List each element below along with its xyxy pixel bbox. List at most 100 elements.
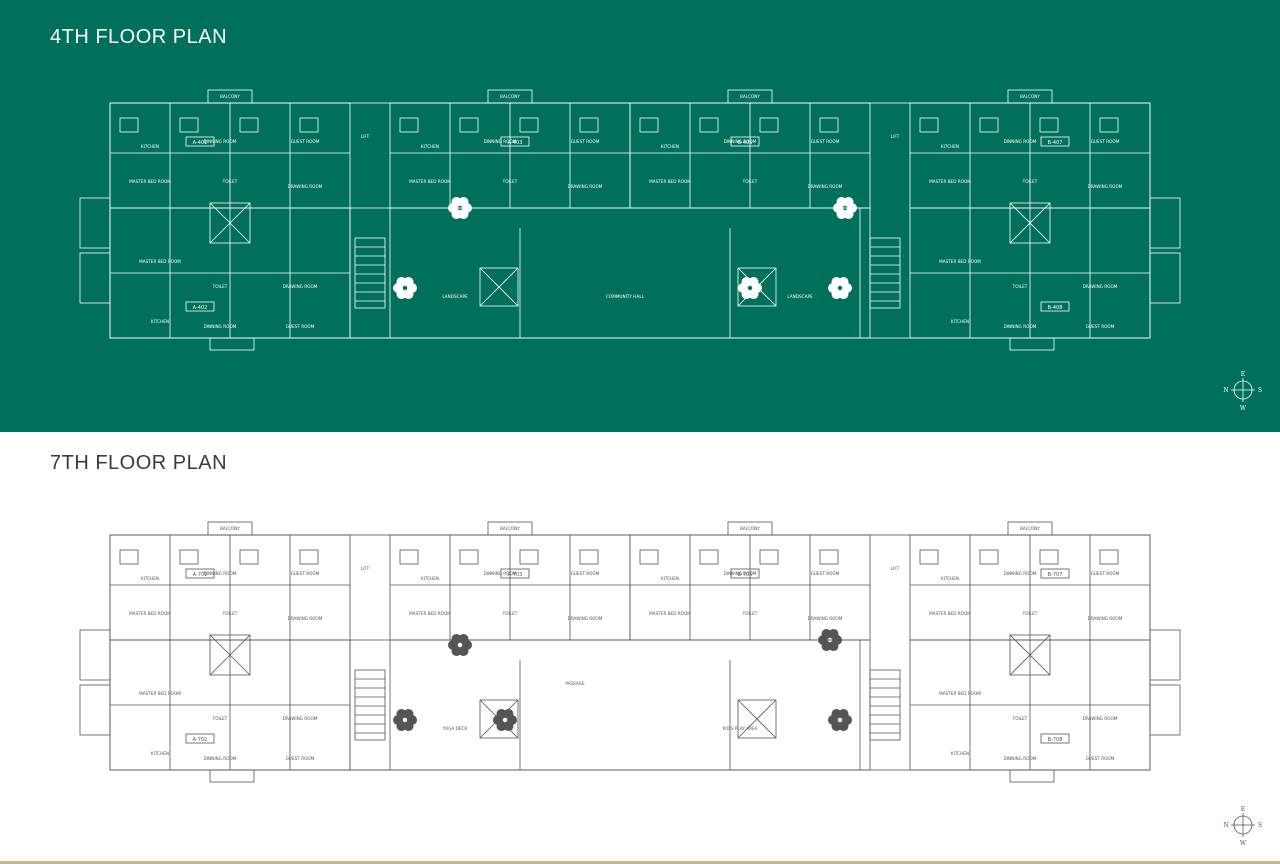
tree-leaf bbox=[396, 276, 407, 287]
bed-furniture bbox=[519, 117, 539, 133]
tree-leaf bbox=[831, 708, 842, 719]
tree-leaf bbox=[458, 209, 469, 220]
shaft bbox=[479, 699, 519, 739]
room-label: BALCONY bbox=[1020, 526, 1040, 531]
unit-tag: A-702 bbox=[193, 737, 208, 743]
room-label: MASTER BED ROOM bbox=[939, 259, 981, 264]
bed-furniture bbox=[1039, 549, 1059, 565]
compass-w: W bbox=[1240, 405, 1247, 412]
tree-leaf bbox=[403, 289, 414, 300]
room-label: TOILET bbox=[742, 611, 758, 616]
room-label: KITCHEN bbox=[151, 751, 169, 756]
room-label: DINNING ROOM bbox=[204, 756, 237, 761]
room-label: DRAWING ROOM bbox=[283, 716, 318, 721]
room-label: BALCONY bbox=[740, 526, 760, 531]
bed-furniture bbox=[979, 117, 999, 133]
bed-furniture bbox=[699, 549, 719, 565]
room-label: LIFT bbox=[361, 134, 370, 139]
plan-linework bbox=[79, 89, 1181, 351]
tree-leaf bbox=[503, 721, 514, 732]
room-label: DINNING ROOM bbox=[1004, 324, 1037, 329]
tree-icon bbox=[828, 276, 852, 300]
unit-tag: A-701 bbox=[193, 572, 208, 578]
tree-leaf bbox=[403, 708, 414, 719]
tree-leaf bbox=[821, 628, 832, 639]
room-label: KITCHEN bbox=[661, 576, 679, 581]
room-label: KITCHEN bbox=[661, 144, 679, 149]
shaft-cross bbox=[737, 699, 777, 739]
tree-leaf bbox=[831, 276, 842, 287]
floor4-panel: BALCONY KITCHEN DINNING ROOM GUEST ROOM MAST… bbox=[0, 0, 1280, 432]
room-label: KITCHEN bbox=[951, 319, 969, 324]
room-label: TOILET bbox=[212, 716, 228, 721]
room-label: GUEST ROOM bbox=[1091, 139, 1120, 144]
room-label: KITCHEN bbox=[941, 144, 959, 149]
room-label: DRAWING ROOM bbox=[1083, 284, 1118, 289]
floor4-title: 4TH FLOOR PLAN bbox=[50, 26, 228, 48]
unit-tag: A-402 bbox=[193, 305, 208, 311]
tree-icon bbox=[393, 276, 417, 300]
shaft bbox=[737, 699, 777, 739]
shaft bbox=[479, 267, 519, 307]
tree-leaf bbox=[843, 209, 854, 220]
room-label: KITCHEN bbox=[141, 576, 159, 581]
unit-tag: B-407 bbox=[1048, 140, 1063, 146]
bed-furniture bbox=[919, 549, 939, 565]
room-label: LANDSCAPE bbox=[442, 294, 468, 299]
lift-cross bbox=[1009, 634, 1051, 676]
tree-leaf bbox=[843, 196, 854, 207]
lift-core bbox=[1009, 634, 1051, 676]
tree-icon bbox=[448, 633, 472, 657]
balcony-block bbox=[1007, 521, 1053, 536]
floor7-title: 7TH FLOOR PLAN bbox=[50, 452, 228, 474]
bed-furniture bbox=[819, 549, 839, 565]
bed-furniture bbox=[1039, 117, 1059, 133]
unit-tag: B-707 bbox=[1048, 572, 1063, 578]
tree-icon bbox=[448, 196, 472, 220]
room-label: TOILET bbox=[222, 611, 238, 616]
bed-furniture bbox=[239, 549, 259, 565]
bed-furniture bbox=[819, 117, 839, 133]
room-label: LIFT bbox=[891, 134, 900, 139]
bed-furniture bbox=[119, 117, 139, 133]
balcony-pod bbox=[79, 252, 111, 304]
room-label: BALCONY bbox=[500, 94, 520, 99]
tree-leaf bbox=[838, 276, 849, 287]
room-label: DRAWING ROOM bbox=[288, 184, 323, 189]
shaft-cross bbox=[479, 267, 519, 307]
room-label: TOILET bbox=[212, 284, 228, 289]
room-label: GUEST ROOM bbox=[1086, 324, 1115, 329]
bed-furniture bbox=[759, 549, 779, 565]
unit-tag-box bbox=[185, 136, 215, 147]
room-label: BALCONY bbox=[220, 94, 240, 99]
lift-cross bbox=[209, 202, 251, 244]
unit-tag: B-408 bbox=[1048, 305, 1063, 311]
room-label: BALCONY bbox=[500, 526, 520, 531]
unit-tag-box bbox=[500, 136, 530, 147]
tree-leaf bbox=[836, 196, 847, 207]
staircase bbox=[354, 237, 386, 309]
compass-n: N bbox=[1223, 387, 1228, 394]
tree-icon bbox=[833, 196, 857, 220]
compass-icon bbox=[1231, 378, 1255, 402]
bottom-accent-rule bbox=[0, 861, 1280, 864]
lift-core bbox=[1009, 202, 1051, 244]
compass-e: E bbox=[1241, 806, 1245, 813]
compass-w: W bbox=[1240, 840, 1247, 847]
room-label: TOILET bbox=[502, 179, 518, 184]
bed-furniture bbox=[519, 549, 539, 565]
room-label: DINNING ROOM bbox=[204, 571, 237, 576]
unit-tag: A-403 bbox=[508, 140, 523, 146]
tree-leaf bbox=[451, 196, 462, 207]
bed-furniture bbox=[239, 117, 259, 133]
room-label: DRAWING ROOM bbox=[1088, 616, 1123, 621]
lift-cross bbox=[209, 634, 251, 676]
room-label: GUEST ROOM bbox=[286, 324, 315, 329]
balcony-pod bbox=[1149, 197, 1181, 249]
room-label: DINNING ROOM bbox=[204, 324, 237, 329]
room-label: TOILET bbox=[222, 179, 238, 184]
tree-leaf bbox=[748, 276, 759, 287]
room-label: DRAWING ROOM bbox=[283, 284, 318, 289]
balcony-block bbox=[207, 89, 253, 104]
room-label: KITCHEN bbox=[941, 576, 959, 581]
